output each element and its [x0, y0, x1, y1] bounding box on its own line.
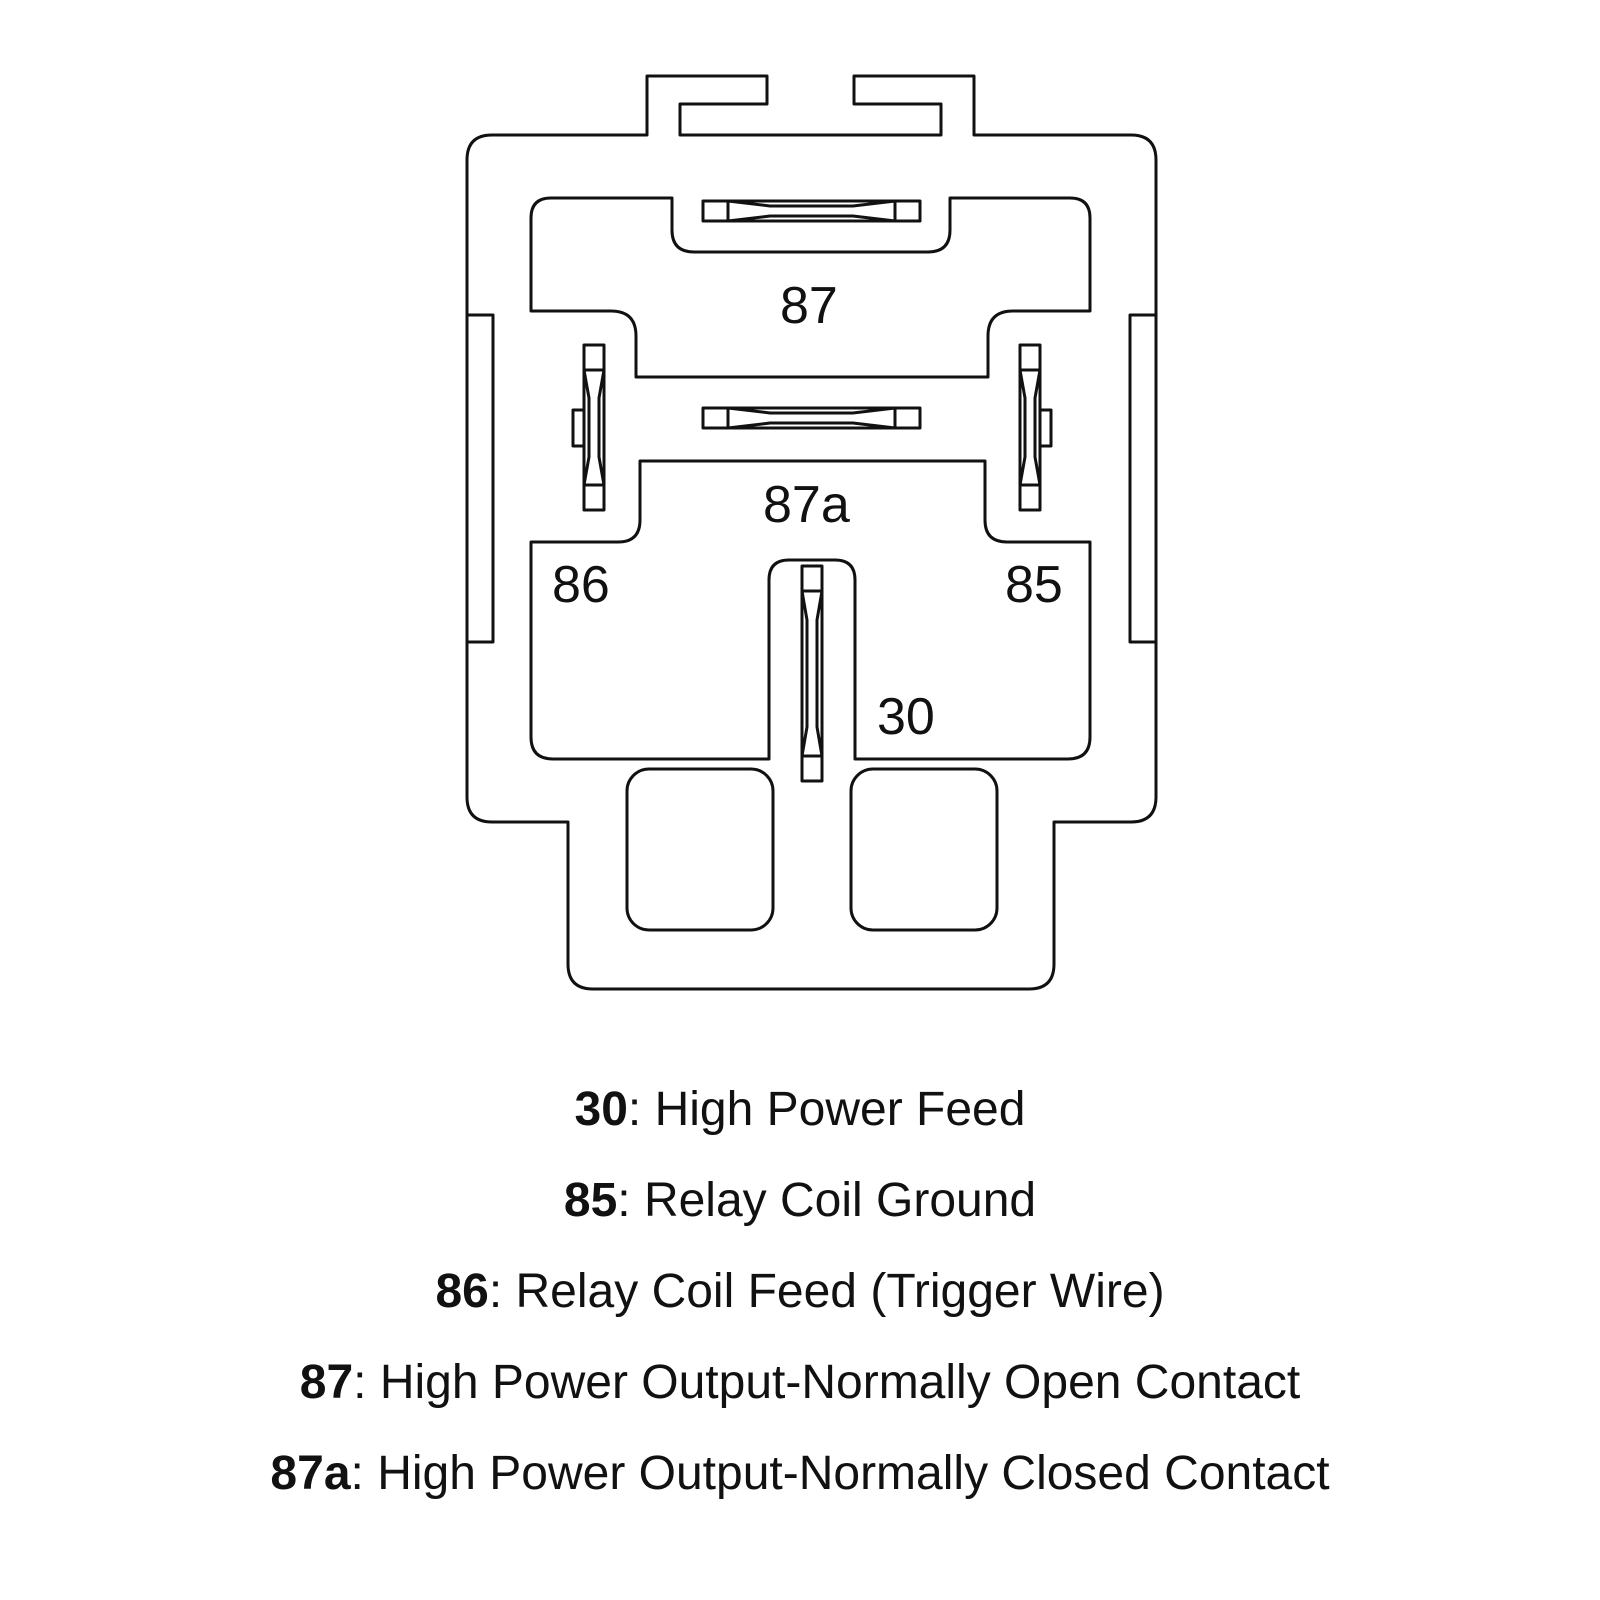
legend-row-87: 87: High Power Output-Normally Open Cont…	[0, 1353, 1600, 1444]
right-side-rail	[1128, 313, 1158, 644]
legend-pin: 87a	[270, 1447, 351, 1500]
legend-pin: 87	[299, 1356, 354, 1409]
terminal-blade-85	[1018, 343, 1053, 512]
terminal-blade-87	[701, 199, 922, 223]
legend-row-86: 86: Relay Coil Feed (Trigger Wire)	[0, 1262, 1600, 1353]
legend-description: High Power Feed	[654, 1083, 1026, 1136]
legend-separator: :	[353, 1356, 380, 1409]
legend-separator: :	[627, 1083, 655, 1136]
terminal-blade-86	[571, 343, 606, 512]
bottom-left-pocket	[625, 767, 775, 932]
pin-label-86: 86	[552, 556, 610, 614]
terminal-blade-87a	[701, 406, 922, 430]
legend-pin: 86	[435, 1265, 489, 1318]
terminal-blade-30	[800, 564, 824, 783]
cavity-87	[529, 196, 1092, 379]
bottom-right-pocket	[849, 767, 999, 932]
legend-row-30: 30: High Power Feed	[0, 1080, 1600, 1171]
legend-description: Relay Coil Feed (Trigger Wire)	[515, 1265, 1165, 1318]
legend-separator: :	[488, 1265, 516, 1318]
legend-description: High Power Output-Normally Open Contact	[379, 1356, 1301, 1409]
legend-pin: 30	[574, 1083, 628, 1136]
cavity-87a-86-85-30	[529, 459, 1092, 761]
pin-label-87: 87	[780, 277, 838, 335]
pin-label-87a: 87a	[763, 476, 850, 534]
legend-separator: :	[350, 1447, 378, 1500]
legend-row-87a: 87a: High Power Output-Normally Closed C…	[0, 1444, 1600, 1535]
pin-legend: 30: High Power Feed 85: Relay Coil Groun…	[0, 1080, 1600, 1535]
relay-socket-diagram: 87 87a 86 85 30	[465, 74, 1158, 991]
left-side-rail	[465, 313, 495, 644]
legend-pin: 85	[563, 1174, 618, 1227]
legend-row-85: 85: Relay Coil Ground	[0, 1171, 1600, 1262]
pin-label-85: 85	[1005, 556, 1063, 614]
socket-housing	[465, 74, 1158, 991]
legend-description: Relay Coil Ground	[643, 1174, 1037, 1227]
legend-description: High Power Output-Normally Closed Contac…	[377, 1447, 1330, 1500]
pin-label-30: 30	[877, 688, 935, 746]
legend-separator: :	[617, 1174, 644, 1227]
